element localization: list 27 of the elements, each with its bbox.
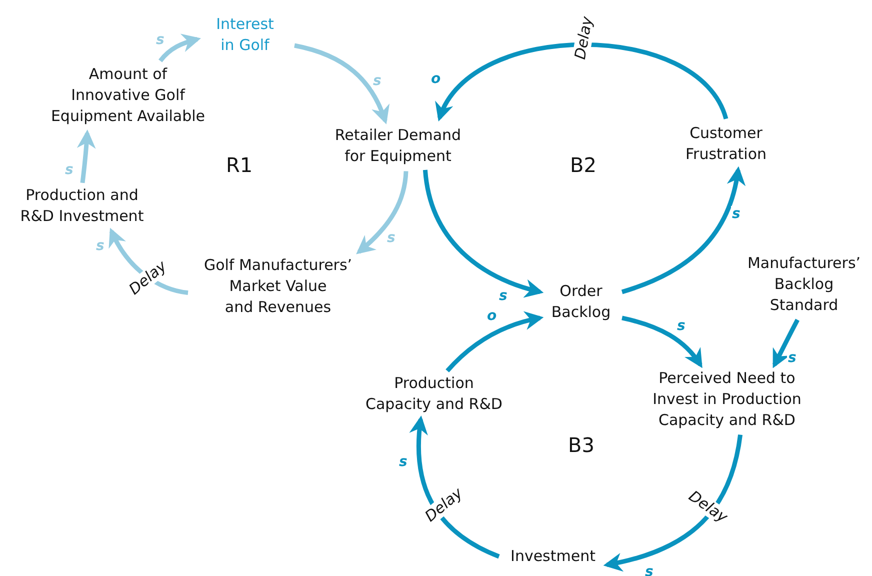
arrow xyxy=(438,42,728,122)
loop-label: B3 xyxy=(568,434,594,456)
arrow xyxy=(76,130,96,184)
arrow xyxy=(158,34,201,62)
variable-label: Perceived Need to Invest in Production Capacity and R&D xyxy=(652,368,802,431)
variable-label: Investment xyxy=(510,546,596,567)
variable-label: Golf Manufacturers’ Market Value and Revenues xyxy=(202,255,354,318)
variable-label: Retailer Demand for Equipment xyxy=(334,125,462,167)
variable-label: Order Backlog xyxy=(550,281,612,323)
arrow xyxy=(446,312,544,372)
loop-label: B2 xyxy=(570,154,596,176)
arrow xyxy=(109,228,188,296)
arrow xyxy=(356,171,408,254)
loop-label: R1 xyxy=(226,154,253,176)
variable-label: Amount of Innovative Golf Equipment Available xyxy=(50,64,206,127)
arrow xyxy=(621,166,745,294)
arrow xyxy=(772,318,800,368)
arrow xyxy=(294,43,389,124)
arrow xyxy=(422,170,544,298)
variable-label: Production and R&D Investment xyxy=(19,185,145,227)
variable-label: Production Capacity and R&D xyxy=(364,373,504,415)
arrow xyxy=(410,415,500,559)
variable-label: Customer Frustration xyxy=(684,123,768,165)
variable-label: Interest in Golf xyxy=(215,14,275,56)
arrow xyxy=(622,316,703,368)
variable-label: Manufacturers’ Backlog Standard xyxy=(746,253,862,316)
arrow xyxy=(603,434,743,572)
